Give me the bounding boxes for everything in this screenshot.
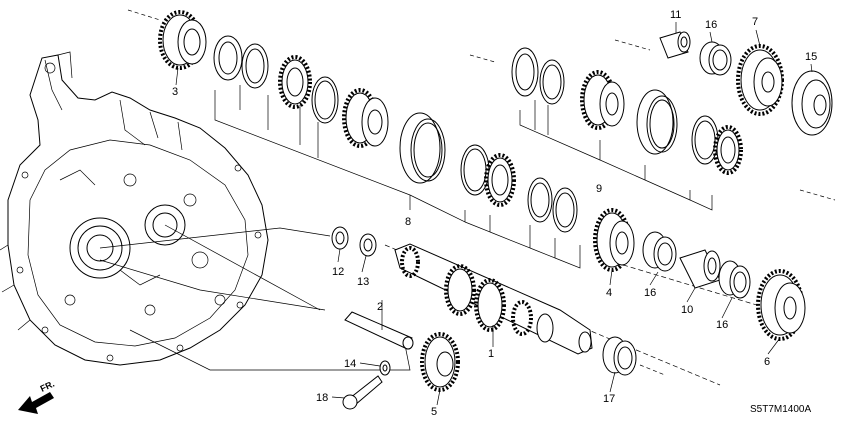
part-16-needle-bearing-b xyxy=(718,260,751,299)
part-16-needle-bearing-c xyxy=(602,336,637,376)
part-14-washer xyxy=(379,360,391,376)
fr-label: FR. xyxy=(39,379,56,394)
callout-13: 13 xyxy=(357,276,369,288)
part-15-bearing xyxy=(791,70,833,136)
diagram-code: S5T7M1400A xyxy=(750,404,811,415)
part-1-mainshaft xyxy=(394,243,593,355)
part-17-needle-bearing xyxy=(699,41,732,76)
part-10-spacer xyxy=(679,249,721,289)
callout-9: 9 xyxy=(596,183,602,195)
callout-1: 1 xyxy=(488,348,494,360)
callout-14: 14 xyxy=(344,358,356,370)
synchro-sleeve-a xyxy=(399,112,446,184)
callout-6: 6 xyxy=(764,356,770,368)
part-11-collar xyxy=(659,31,691,59)
synchro-hub-a xyxy=(278,55,339,124)
callout-2: 2 xyxy=(377,301,383,313)
callout-labels: 3 8 9 11 16 7 15 12 13 2 1 4 16 10 16 6 … xyxy=(172,9,817,418)
callout-17: 16 xyxy=(705,19,717,31)
callout-7: 7 xyxy=(752,16,758,28)
part-6-gear xyxy=(756,269,806,341)
gear-hub-b xyxy=(342,88,389,148)
part-13-washer xyxy=(359,233,377,257)
housing-bolt-holes xyxy=(16,164,262,362)
part-7-gear xyxy=(736,44,784,116)
callout-16-a: 16 xyxy=(644,287,656,299)
part-12-washer xyxy=(331,226,349,250)
part-4-gear xyxy=(593,208,635,272)
callout-18: 18 xyxy=(316,392,328,404)
callout-4: 4 xyxy=(606,287,612,299)
fr-arrow-icon: FR. xyxy=(18,379,56,414)
callout-11: 11 xyxy=(670,9,681,21)
transmission-housing xyxy=(0,51,269,366)
callout-10: 10 xyxy=(681,304,693,316)
callout-8: 8 xyxy=(405,216,411,228)
callout-ticks xyxy=(175,22,813,406)
part-2-shaft xyxy=(344,311,414,350)
synchro-ring-a xyxy=(213,35,269,89)
part-3-gear xyxy=(158,10,207,70)
callout-15: 15 xyxy=(805,51,817,63)
part-16-needle-bearing-a xyxy=(642,231,677,272)
synchro-ring-b xyxy=(460,144,516,207)
part-18-bolt xyxy=(342,375,383,410)
synchro-group-9 xyxy=(511,47,743,175)
synchro-ring-c xyxy=(527,177,578,233)
callout-12: 12 xyxy=(332,266,344,278)
callout-16-c: 17 xyxy=(603,393,615,405)
callout-5: 5 xyxy=(431,406,437,418)
callout-3: 3 xyxy=(172,86,178,98)
part-5-gear xyxy=(420,332,460,392)
callout-16-b: 16 xyxy=(716,319,728,331)
